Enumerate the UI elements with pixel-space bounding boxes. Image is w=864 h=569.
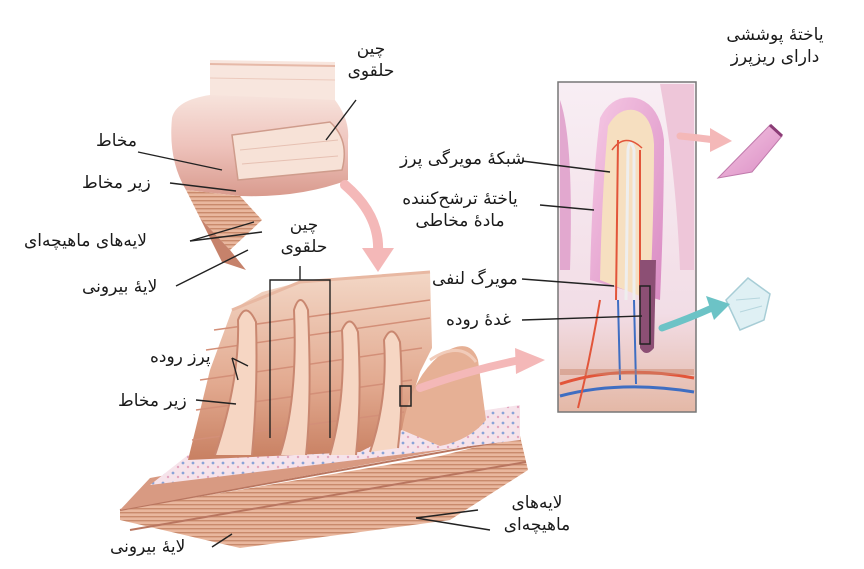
- label-muscle-layers-bottom: لایه‌های ماهیچه‌ای: [494, 492, 580, 536]
- label-submucosa-bottom: زیر مخاط: [118, 390, 187, 412]
- gland-cell-illustration: [726, 278, 770, 330]
- label-circular-fold-top: چین حلقوی: [336, 38, 406, 82]
- epithelial-cell-illustration: [718, 125, 782, 178]
- label-submucosa-top: زیر مخاط: [82, 172, 151, 194]
- label-serosa-top: لایهٔ بیرونی: [82, 276, 157, 298]
- label-intestinal-gland: غدهٔ روده: [446, 309, 511, 331]
- label-serosa-bottom: لایهٔ بیرونی: [110, 536, 185, 558]
- label-mucosa: مخاط: [96, 130, 137, 152]
- label-muscle-layers-top: لایه‌های ماهیچه‌ای: [24, 230, 147, 252]
- label-lacteal: مویرگ لنفی: [432, 268, 518, 290]
- label-epithelial-cell: یاختهٔ پوششی دارای ریزپرز: [700, 24, 850, 68]
- label-mucus-cell: یاختهٔ ترشح‌کننده مادهٔ مخاطی: [382, 188, 538, 232]
- label-intestinal-villus: پرز روده: [150, 346, 211, 368]
- villus-zoom-panel: [558, 82, 696, 412]
- label-capillary-network: شبکهٔ مویرگی پرز: [400, 148, 525, 170]
- label-circular-fold-mid: چین حلقوی: [274, 214, 334, 258]
